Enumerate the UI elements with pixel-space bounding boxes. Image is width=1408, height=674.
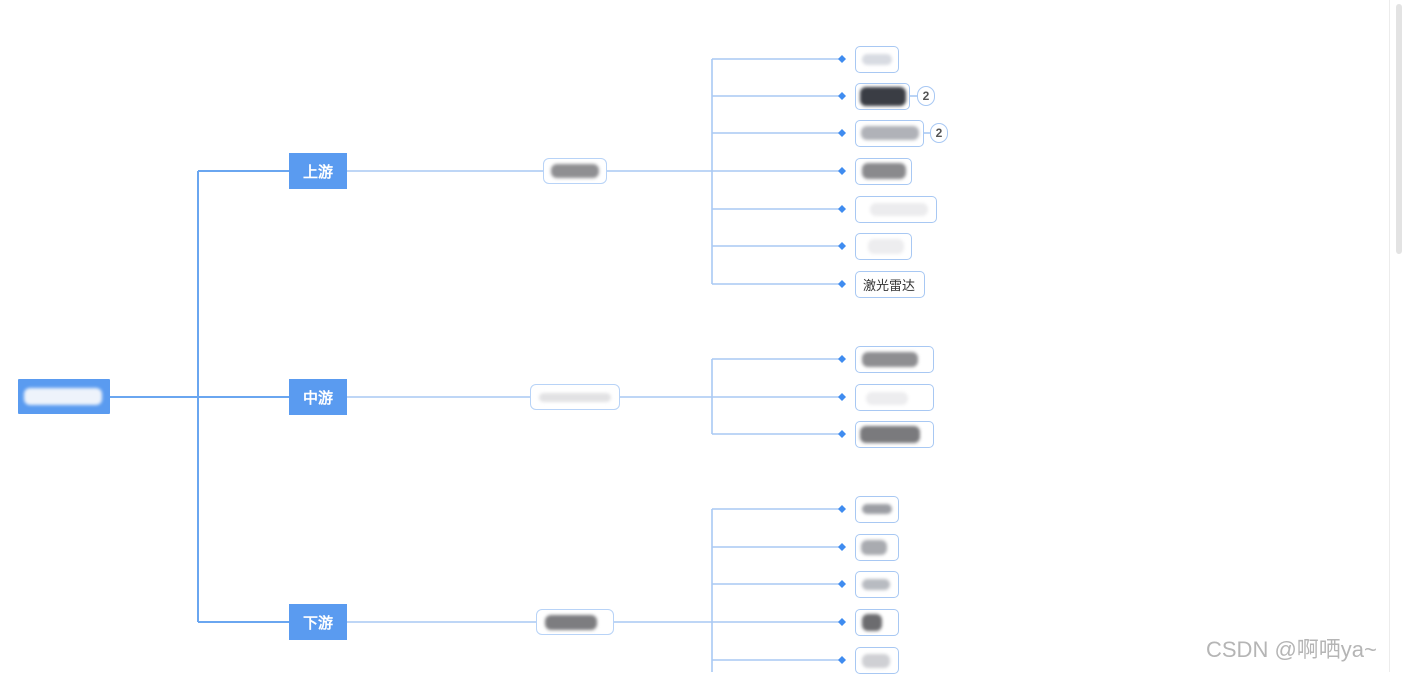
leaf-node[interactable]: [855, 233, 912, 260]
leaf-node[interactable]: [855, 647, 899, 674]
obscured-text: [862, 614, 882, 631]
stage-node-upstream[interactable]: 上游: [289, 153, 347, 189]
obscured-text: [862, 654, 890, 668]
leaf-node[interactable]: [855, 83, 910, 110]
stage-node-midstream[interactable]: 中游: [289, 379, 347, 415]
obscured-text: [862, 54, 892, 65]
leaf-node[interactable]: [855, 158, 912, 185]
stage-node-downstream[interactable]: 下游: [289, 604, 347, 640]
count-badge[interactable]: 2: [930, 123, 948, 143]
obscured-text: [862, 579, 890, 590]
root-node[interactable]: [18, 379, 110, 414]
leaf-node[interactable]: [855, 120, 924, 147]
obscured-text: [862, 504, 892, 514]
leaf-node-lidar[interactable]: 激光雷达: [855, 271, 925, 298]
leaf-node[interactable]: [855, 384, 934, 411]
obscured-text: [551, 164, 599, 178]
obscured-text: [861, 126, 919, 140]
obscured-text: [24, 388, 102, 405]
leaf-connectors: [712, 58, 842, 661]
upstream-category-node[interactable]: [543, 158, 607, 184]
obscured-text: [861, 540, 887, 555]
downstream-category-node[interactable]: [536, 609, 614, 635]
obscured-text: [539, 393, 611, 402]
midstream-category-node[interactable]: [530, 384, 620, 410]
obscured-text: [545, 615, 597, 630]
stage-label: 中游: [302, 389, 333, 407]
leaf-node[interactable]: [855, 346, 934, 373]
count-badge[interactable]: 2: [917, 86, 935, 106]
leaf-node[interactable]: [855, 496, 899, 523]
leaf-label: 激光雷达: [863, 278, 916, 293]
obscured-text: [868, 239, 904, 254]
vertical-scrollbar[interactable]: [1389, 0, 1408, 672]
leaf-node[interactable]: [855, 196, 937, 223]
leaf-diamonds: [838, 55, 846, 664]
leaf-node[interactable]: [855, 46, 899, 73]
obscured-text: [862, 352, 918, 367]
obscured-text: [860, 87, 906, 106]
obscured-text: [860, 426, 920, 443]
obscured-text: [866, 392, 908, 405]
scrollbar-thumb[interactable]: [1396, 4, 1402, 254]
leaf-node[interactable]: [855, 534, 899, 561]
leaf-node[interactable]: [855, 571, 899, 598]
stage-label: 下游: [302, 614, 333, 632]
leaf-node[interactable]: [855, 421, 934, 448]
stage-label: 上游: [302, 163, 333, 181]
watermark: CSDN @啊哂ya~: [1206, 637, 1377, 662]
leaf-node[interactable]: [855, 609, 899, 636]
obscured-text: [870, 203, 928, 216]
obscured-text: [862, 163, 906, 179]
